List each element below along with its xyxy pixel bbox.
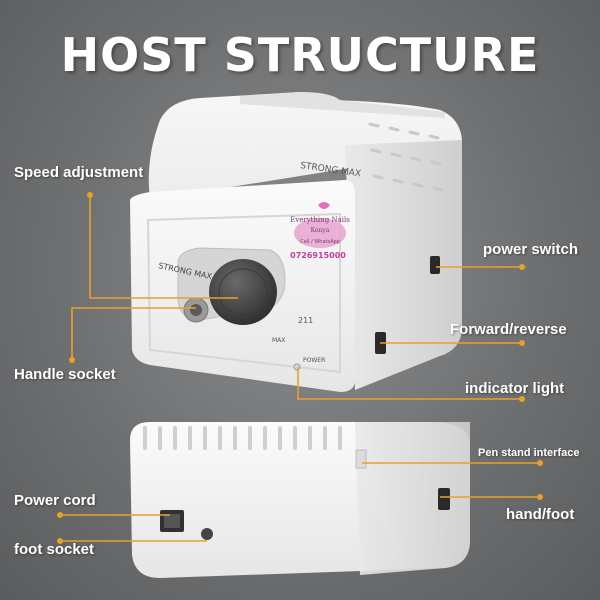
page-title: HOST STRUCTURE <box>60 28 540 82</box>
watermark: Everything Nails Kenya Call / WhatsApp 0… <box>290 202 350 260</box>
back-unit <box>130 422 470 578</box>
svg-text:Kenya: Kenya <box>311 227 330 234</box>
svg-text:Call / WhatsApp: Call / WhatsApp <box>300 239 340 245</box>
indicator-led <box>293 363 301 371</box>
label-pen-stand-interface: Pen stand interface <box>478 447 580 459</box>
callout-lines <box>60 195 540 542</box>
svg-text:0726915000: 0726915000 <box>290 251 346 260</box>
main-unit <box>130 92 462 392</box>
power-switch <box>430 256 440 274</box>
label-power-switch: power switch <box>483 241 579 258</box>
label-indicator-light: indicator light <box>465 380 565 397</box>
label-forward-reverse: Forward/reverse <box>450 321 567 338</box>
label-handle-socket: Handle socket <box>14 366 116 383</box>
svg-text:Everything Nails: Everything Nails <box>290 216 350 224</box>
label-foot-socket: foot socket <box>14 541 95 558</box>
foot-socket <box>201 528 213 540</box>
hand-foot-switch <box>438 488 450 510</box>
label-power-cord: Power cord <box>14 492 96 509</box>
label-speed-adjustment: Speed adjustment <box>14 164 144 181</box>
callout-dots <box>57 192 543 544</box>
knob-max-label: MAX <box>272 337 285 344</box>
model-number: 211 <box>298 316 313 325</box>
label-hand-foot: hand/foot <box>506 506 575 523</box>
power-led-label: POWER <box>303 357 325 364</box>
